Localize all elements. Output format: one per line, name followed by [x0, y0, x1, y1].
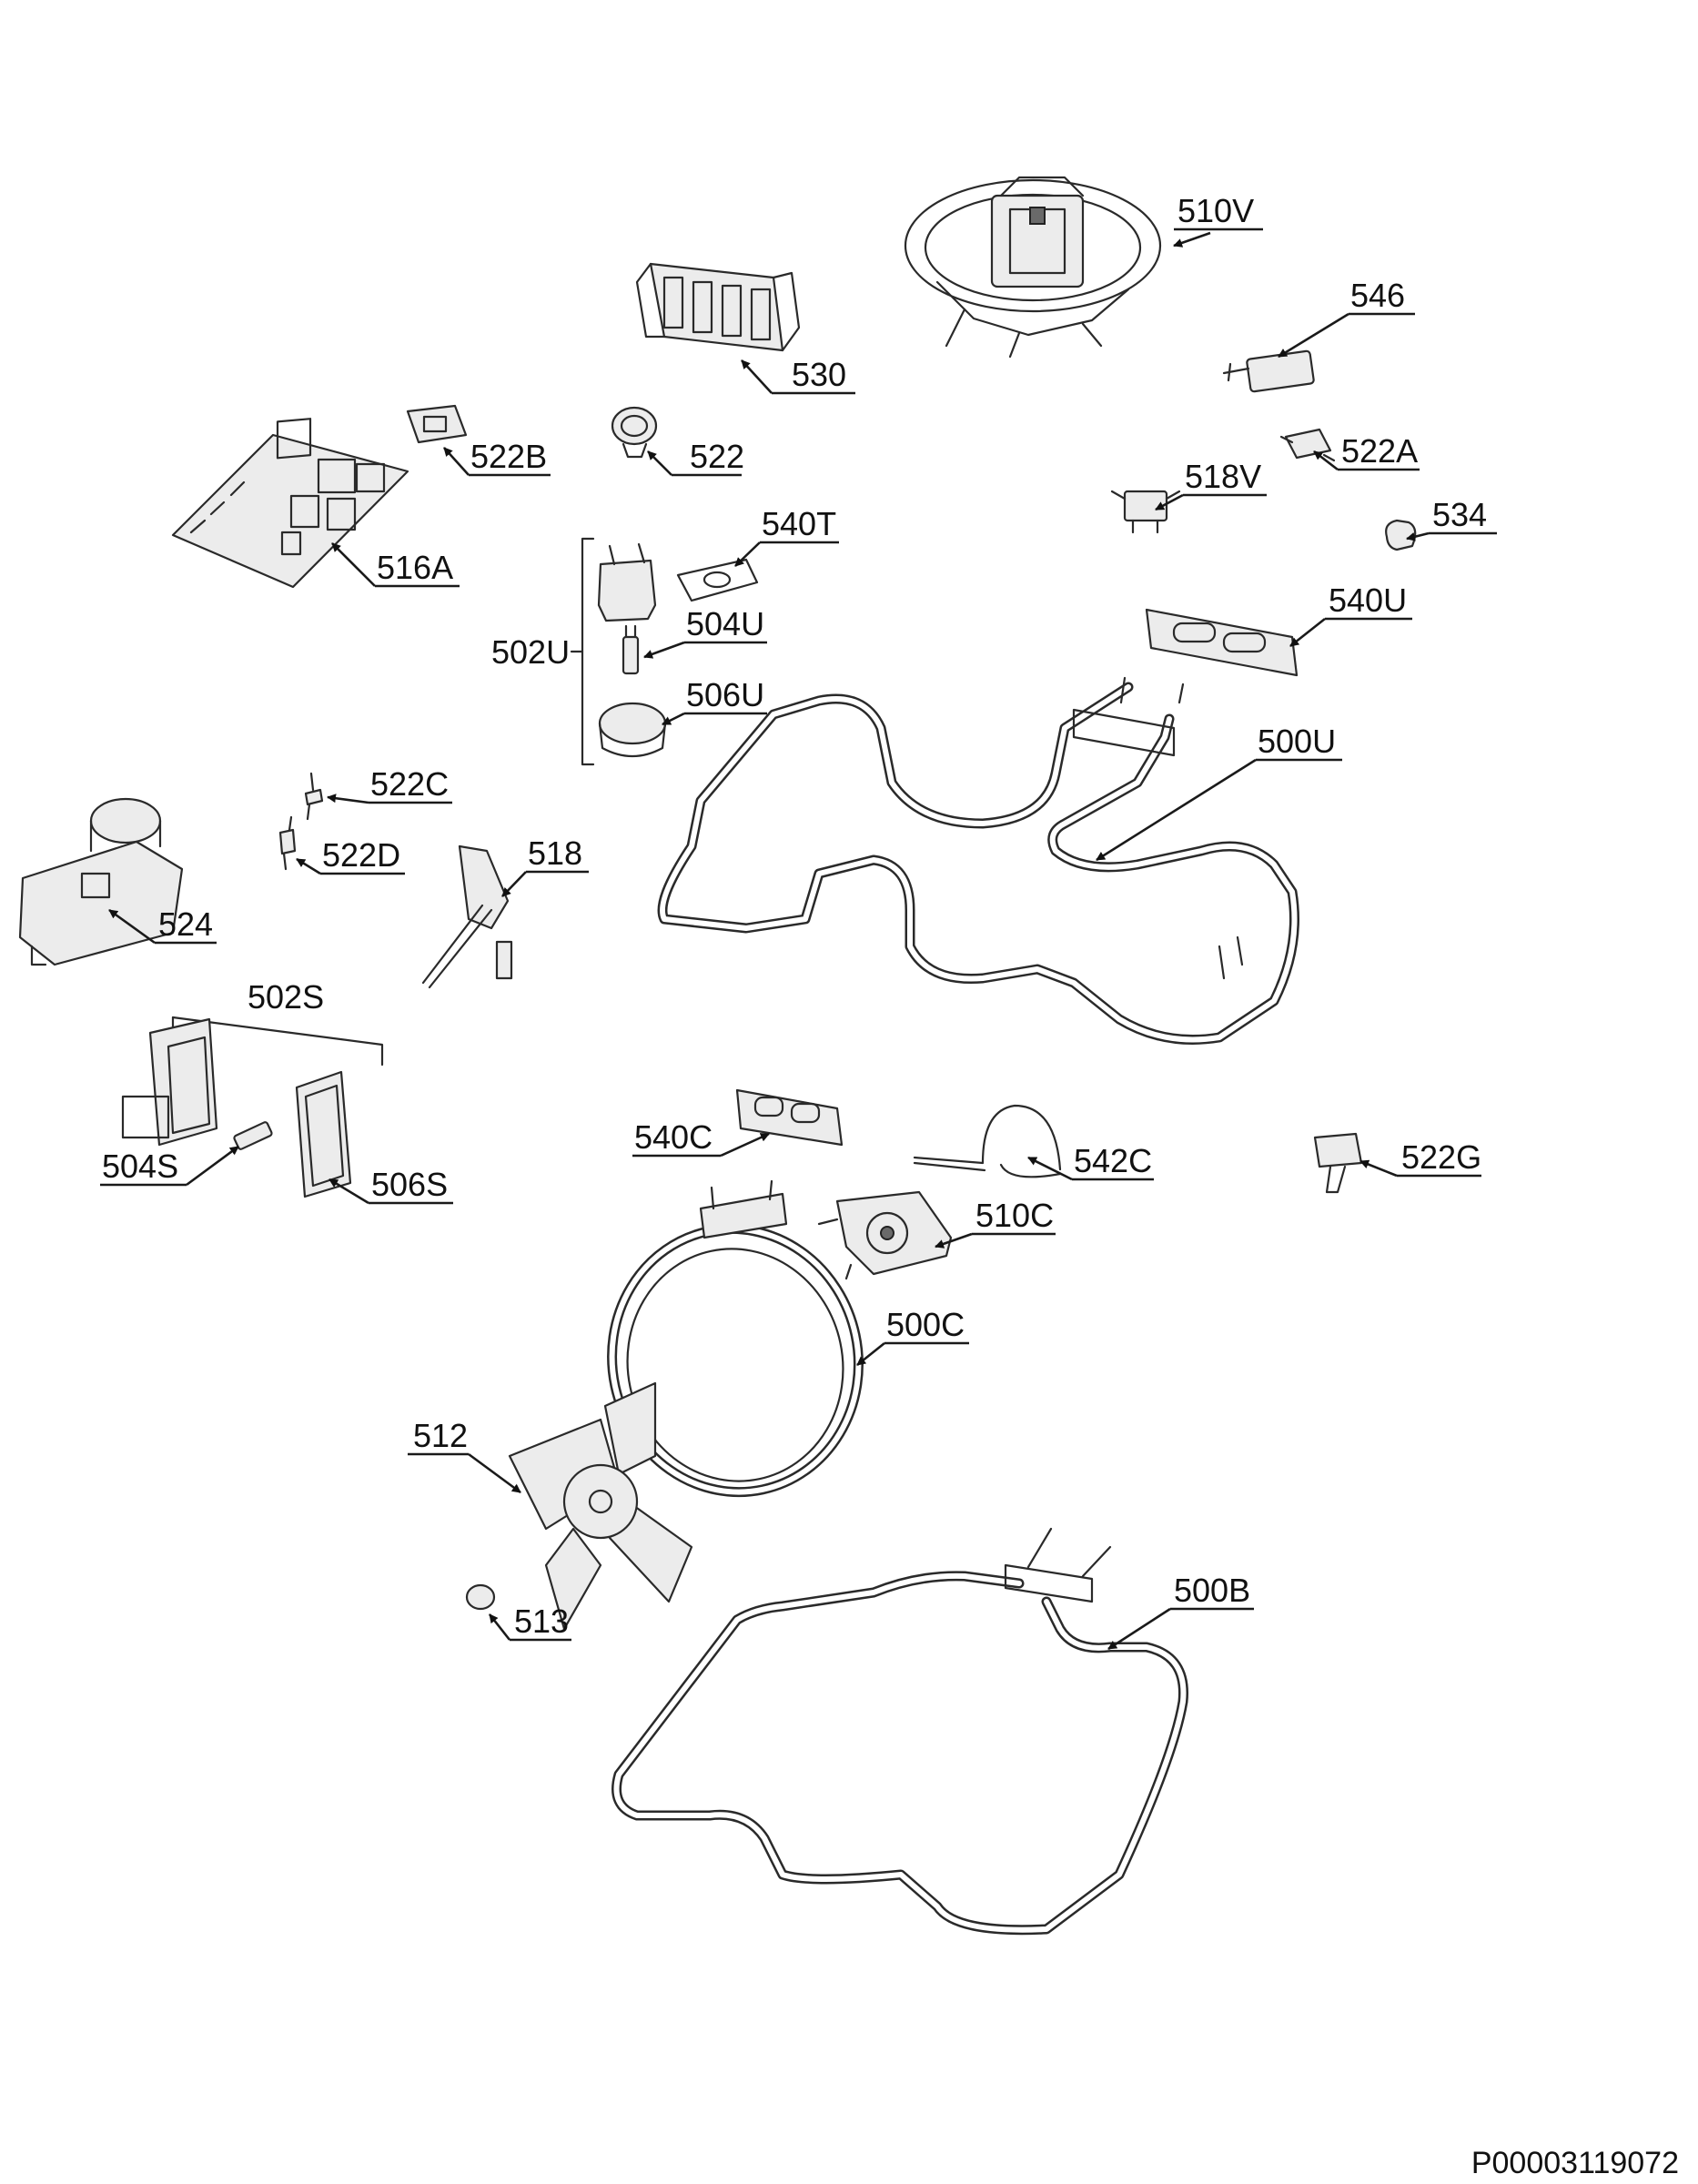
svg-text:513: 513 — [514, 1603, 569, 1640]
svg-text:518V: 518V — [1185, 458, 1261, 495]
callout-506U: 506U — [662, 676, 767, 726]
callout-522C: 522C — [327, 765, 452, 804]
callout-540C: 540C — [632, 1118, 770, 1158]
callout-546: 546 — [1278, 277, 1415, 359]
callout-513: 513 — [488, 1603, 571, 1642]
callout-500C: 500C — [856, 1306, 969, 1367]
svg-text:546: 546 — [1350, 277, 1405, 314]
callout-518V: 518V — [1155, 458, 1267, 511]
callout-530: 530 — [741, 356, 855, 395]
callout-502U-group: 502U — [491, 537, 595, 766]
callout-522: 522 — [647, 438, 744, 477]
svg-text:540U: 540U — [1329, 581, 1407, 619]
part-500C-ring-element — [607, 1179, 864, 1498]
svg-text:502U: 502U — [491, 633, 570, 671]
callout-518: 518 — [501, 834, 589, 897]
callout-534: 534 — [1406, 496, 1497, 541]
part-522B-clip — [406, 404, 468, 444]
svg-text:506U: 506U — [686, 676, 764, 713]
callout-516A: 516A — [331, 542, 460, 588]
part-518V-thermostat — [1110, 490, 1181, 534]
part-522A-clip — [1279, 428, 1336, 462]
part-516A-circuit-board — [171, 418, 409, 589]
svg-text:522A: 522A — [1341, 432, 1418, 470]
callout-510V: 510V — [1173, 192, 1263, 248]
svg-text:530: 530 — [792, 356, 846, 393]
part-540T-gasket — [676, 558, 759, 602]
part-522D-pin — [278, 815, 297, 871]
svg-text:504U: 504U — [686, 605, 764, 642]
part-506U-lamp-glass — [598, 702, 667, 757]
part-500B-bottom-element — [611, 1527, 1188, 1936]
part-530-terminal-block — [635, 262, 801, 352]
part-522C-pin — [304, 772, 324, 821]
part-542C-wire-clip — [913, 1104, 1062, 1178]
callout-540T: 540T — [734, 505, 839, 567]
part-500U-grill-element — [657, 676, 1299, 1045]
svg-text:522G: 522G — [1401, 1138, 1481, 1176]
part-512-fan-blade — [508, 1381, 693, 1631]
svg-text:500U: 500U — [1258, 723, 1336, 760]
callout-502S-group: 502S — [248, 978, 324, 1016]
svg-text:500B: 500B — [1174, 1572, 1250, 1609]
part-506S-lamp-glass — [295, 1070, 352, 1198]
part-510C-fan-motor — [817, 1190, 953, 1280]
callout-522A: 522A — [1313, 432, 1420, 471]
svg-text:540T: 540T — [762, 505, 836, 542]
callout-522B: 522B — [443, 438, 551, 477]
part-502U-lamp-cover — [597, 542, 657, 622]
callout-522D: 522D — [296, 836, 405, 875]
callout-510C: 510C — [935, 1197, 1056, 1249]
svg-text:524: 524 — [158, 905, 213, 943]
svg-text:516A: 516A — [377, 549, 453, 586]
part-504S-lamp-bulb — [233, 1121, 273, 1150]
document-id: P00003119072 — [1471, 2146, 1679, 2180]
part-518-probe — [421, 844, 513, 989]
callout-512: 512 — [408, 1417, 521, 1494]
callout-504S: 504S — [100, 1145, 239, 1187]
callout-504U: 504U — [643, 605, 767, 659]
part-534-cap — [1385, 519, 1417, 551]
part-513-nut — [465, 1583, 496, 1611]
svg-text:522D: 522D — [322, 836, 400, 874]
svg-text:540C: 540C — [634, 1118, 713, 1156]
part-510V-fan-motor — [904, 176, 1162, 359]
callout-500U: 500U — [1096, 723, 1342, 862]
svg-text:500C: 500C — [886, 1306, 965, 1343]
svg-text:542C: 542C — [1074, 1142, 1152, 1179]
part-522G-clip — [1313, 1132, 1363, 1194]
callout-522G: 522G — [1359, 1138, 1481, 1178]
svg-text:534: 534 — [1432, 496, 1487, 533]
callout-540U: 540U — [1289, 581, 1412, 648]
svg-text:518: 518 — [528, 834, 582, 872]
svg-text:522C: 522C — [370, 765, 449, 803]
svg-text:502S: 502S — [248, 978, 324, 1016]
svg-text:510V: 510V — [1177, 192, 1254, 229]
svg-text:506S: 506S — [371, 1166, 448, 1203]
svg-text:504S: 504S — [102, 1148, 178, 1185]
svg-text:522B: 522B — [470, 438, 547, 475]
part-546-sensor — [1222, 349, 1315, 393]
callout-500B: 500B — [1107, 1572, 1254, 1651]
callout-542C: 542C — [1027, 1142, 1154, 1181]
svg-text:510C: 510C — [975, 1197, 1054, 1234]
callout-506S: 506S — [328, 1166, 453, 1205]
part-502S-lamp-housing — [121, 1017, 218, 1147]
callout-524: 524 — [108, 905, 217, 945]
part-540U-plate — [1145, 608, 1299, 677]
svg-text:522: 522 — [690, 438, 744, 475]
part-504U-lamp-bulb — [622, 624, 640, 675]
part-522-lamp-holder — [611, 406, 658, 459]
part-540C-plate — [735, 1088, 844, 1147]
svg-text:512: 512 — [413, 1417, 468, 1454]
